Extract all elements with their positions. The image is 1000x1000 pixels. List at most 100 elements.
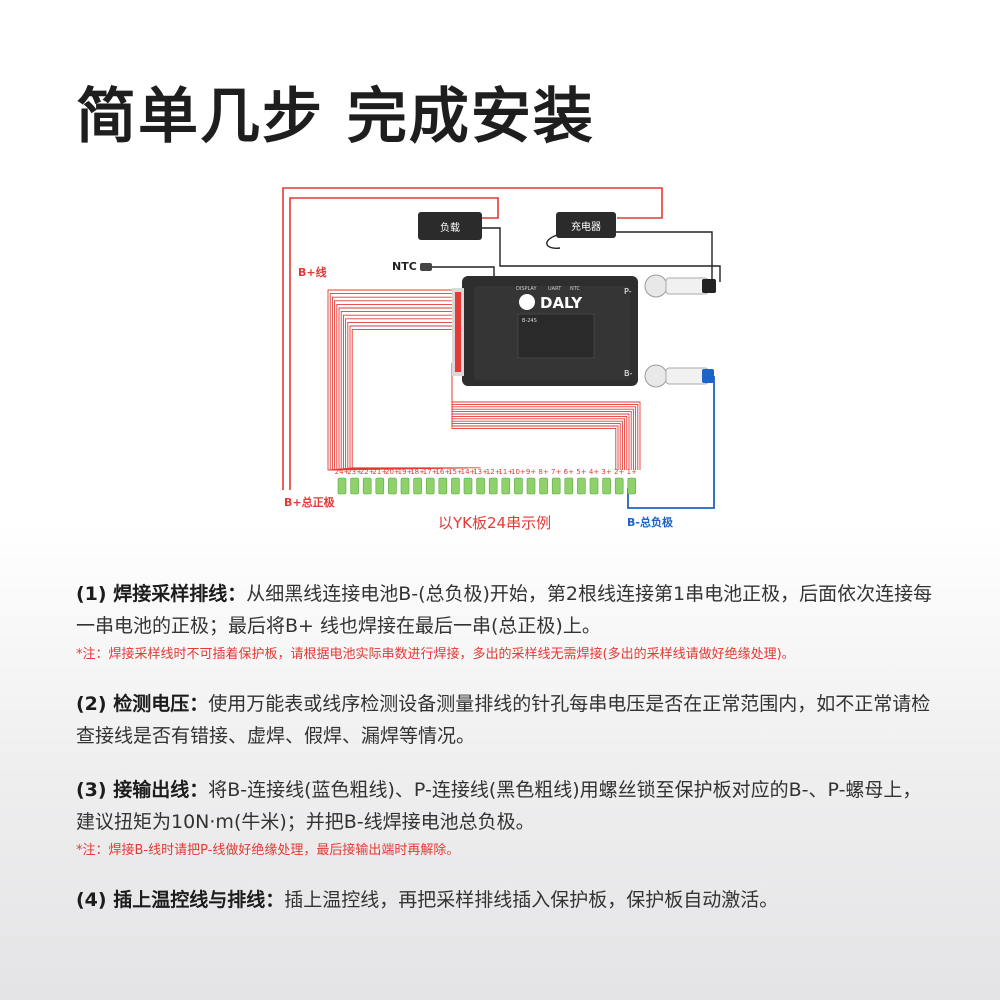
battery-cell [627,477,637,495]
cell-label: 3+ [601,468,611,476]
p-minus-terminal [644,274,668,298]
cell-label: 4+ [589,468,599,476]
battery-cell [362,477,372,495]
ntc-probe [420,263,432,271]
cell-label: 12+ [486,468,501,476]
p-minus-cable-lug [665,277,709,295]
cell-label: 14+ [461,468,476,476]
cell-label: 8+ [538,468,548,476]
sampling-wire [336,303,452,470]
step-3: (3) 接输出线：将B-连接线(蓝色粗线)、P-连接线(黑色粗线)用螺丝锁至保护… [76,774,936,862]
charger-black-wire [612,231,713,282]
step-1-body: 从细黑线连接电池B-(总负极)开始，第2根线连接第1串电池正极，后面依次连接每一… [76,583,933,637]
sampling-wire [329,293,452,471]
sampling-wire [327,289,452,471]
pcb-port-display: DISPLAY [516,286,537,292]
p-minus-cable-end [702,279,716,293]
sampling-wires [327,289,641,471]
battery-cell [425,477,435,495]
sampling-wire [338,307,452,470]
b-minus-label: B- [624,369,632,378]
cell-label: 17+ [423,468,438,476]
cell-label: 15+ [448,468,463,476]
battery-cell [602,477,611,495]
bplus-line-label: B+线 [298,265,327,279]
b-minus-terminal [644,364,668,388]
battery-cell [476,477,485,495]
cell-blocks [337,477,637,495]
battery-cell [614,477,624,495]
charger-plug-cable [546,233,561,249]
ntc-wire [420,266,495,280]
pcb-port-uart: UART [548,286,562,292]
step-3-title: (3) 接输出线： [76,779,209,801]
bplus-main-wire [282,187,663,490]
battery-cell [564,477,574,495]
page-title: 简单几步 完成安装 [76,82,595,152]
bminus-blue-wire [627,376,715,509]
battery-cell [337,477,347,495]
daly-logo-icon [519,294,535,310]
load-label: 负载 [440,221,460,234]
sampling-wire [342,314,452,470]
sampling-wire [345,318,452,469]
cell-label: 11+ [498,468,513,476]
cell-labels: 24+23+22+21+20+19+18+17+16+15+14+13+12+1… [335,468,637,476]
cell-label: 16+ [435,468,450,476]
load-red-wire [289,197,499,490]
battery-cell [514,477,523,495]
step-4-title: (4) 插上温控线与排线： [76,889,285,911]
sampling-wire [347,321,456,469]
battery-cell [438,477,448,495]
model-label: B-24S [522,318,537,324]
sampling-connector-pins [455,292,461,372]
step-2-title: (2) 检测电压： [76,693,209,715]
install-steps: (1) 焊接采样排线：从细黑线连接电池B-(总负极)开始，第2根线连接第1串电池… [76,578,936,938]
battery-cell [350,477,359,495]
battery-cell [551,477,561,495]
ntc-label: NTC [392,260,417,273]
charger-label: 充电器 [571,220,601,233]
cell-label: 20+ [385,468,400,476]
sampling-wire [351,329,481,469]
sampling-wire [451,371,632,470]
bminus-total-label: B-总负极 [627,515,674,529]
load-black-wire [480,227,721,282]
brand-logo: DALY [540,294,583,312]
cell-label: 18+ [410,468,425,476]
charger-box [556,212,616,238]
step-1-title: (1) 焊接采样排线： [76,583,247,605]
cell-label: 21+ [372,468,387,476]
step-1-note: *注：焊接采样线时不可插着保护板，请根据电池实际串数进行焊接，多出的采样线无需焊… [76,647,795,662]
pcb-port-ntc: NTC [570,286,581,292]
sampling-wire [340,311,452,470]
cell-label: 24+ [335,468,350,476]
sampling-wire [451,373,637,470]
cell-label: 13+ [473,468,488,476]
cell-label: 6+ [564,468,574,476]
sampling-wire [451,376,641,470]
step-4: (4) 插上温控线与排线：插上温控线，再把采样排线插入保护板，保护板自动激活。 [76,884,936,916]
cell-label: 9+ [526,468,536,476]
diagram-caption: 以YK板24串示例 [438,514,552,532]
battery-cell [375,477,385,495]
cell-label: 2+ [614,468,624,476]
battery-cell [413,477,422,495]
sampling-wire [451,374,639,470]
step-3-body: 将B-连接线(蓝色粗线)、P-连接线(黑色粗线)用螺丝锁至保护板对应的B-、P-… [76,779,922,833]
step-1: (1) 焊接采样排线：从细黑线连接电池B-(总负极)开始，第2根线连接第1串电池… [76,578,936,666]
sampling-wire [349,325,468,469]
cell-label: 7+ [551,468,561,476]
battery-cell [388,477,397,495]
cell-label: 1+ [627,468,637,476]
battery-cell [539,477,548,495]
step-2-body: 使用万能表或线序检测设备测量排线的针孔每串电压是否在正常范围内，如不正常请检查接… [76,693,931,747]
wiring-diagram-svg: 负载 充电器 NTC B+线 DISPLAY UART NTC DALY B-2… [282,187,721,529]
p-minus-label: P- [624,287,632,296]
cell-label: 23+ [347,468,362,476]
battery-cell [463,477,473,495]
cell-label: 22+ [360,468,375,476]
battery-cell [526,477,536,495]
bplus-total-label: B+总正极 [284,495,336,509]
battery-cell [589,477,599,495]
